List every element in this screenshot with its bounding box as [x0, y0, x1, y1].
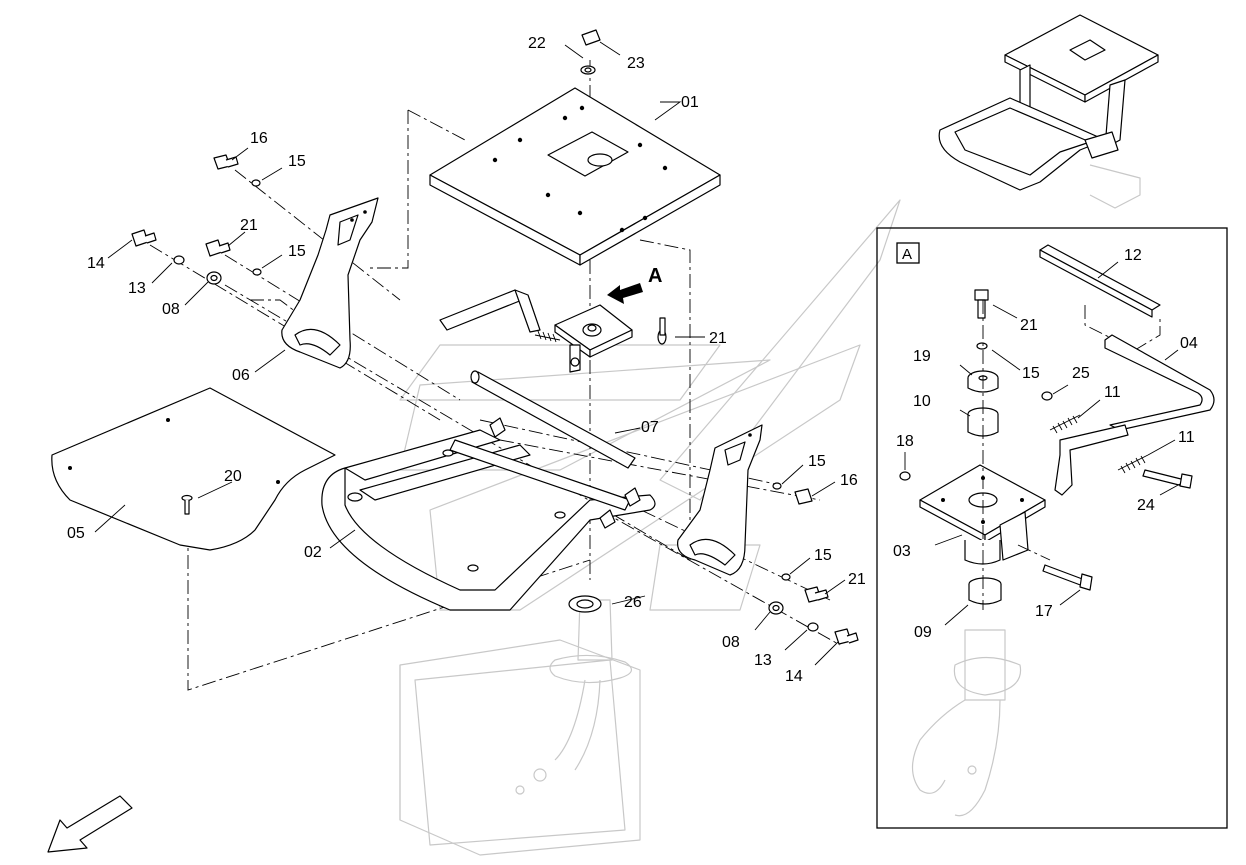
direction-arrow-icon	[47, 795, 133, 853]
detail-a-box: A	[876, 227, 1228, 829]
callout-15: 15	[288, 153, 306, 170]
callout-15: 15	[1022, 365, 1040, 382]
callout-26: 26	[624, 594, 642, 611]
callout-24: 24	[1137, 497, 1155, 514]
callout-21: 21	[240, 217, 258, 234]
callout-15: 15	[808, 453, 826, 470]
callout-19: 19	[913, 348, 931, 365]
callout-10: 10	[913, 393, 931, 410]
callout-25: 25	[1072, 365, 1090, 382]
callout-01: 01	[681, 94, 699, 111]
callout-17: 17	[1035, 603, 1053, 620]
view-a-arrow: A	[607, 265, 662, 304]
right-bracket	[677, 424, 763, 576]
callout-18: 18	[896, 433, 914, 450]
leader-lines	[94, 41, 846, 666]
callout-08: 08	[162, 301, 180, 318]
background-chassis	[399, 199, 901, 856]
callout-21: 21	[848, 571, 866, 588]
callout-14: 14	[87, 255, 105, 272]
callout-08: 08	[722, 634, 740, 651]
callout-11: 11	[1178, 429, 1195, 446]
bolt-21-center	[657, 317, 667, 345]
top-nut	[580, 29, 601, 75]
callout-07: 07	[641, 419, 659, 436]
callout-15: 15	[288, 243, 306, 260]
callout-16: 16	[840, 472, 858, 489]
seat-plate	[429, 87, 721, 266]
callout-21: 21	[1020, 317, 1038, 334]
callout-13: 13	[128, 280, 146, 297]
bolt-20	[181, 494, 193, 515]
callouts: 22 23 01 16 15 21 15 14 13 08 06 21 07 2…	[67, 35, 866, 685]
callout-03: 03	[893, 543, 911, 560]
view-a-label: A	[648, 265, 662, 287]
callout-22: 22	[528, 35, 546, 52]
overview-thumbnail	[938, 14, 1159, 209]
lever-assembly	[439, 289, 633, 373]
guide-rods	[449, 370, 641, 529]
callout-23: 23	[627, 55, 645, 72]
callout-12: 12	[1124, 247, 1142, 264]
callout-09: 09	[914, 624, 932, 641]
callout-20: 20	[224, 468, 242, 485]
callout-15: 15	[814, 547, 832, 564]
callout-06: 06	[232, 367, 250, 384]
callout-14: 14	[785, 668, 803, 685]
callout-02: 02	[304, 544, 322, 561]
callout-21: 21	[709, 330, 727, 347]
left-bracket	[281, 197, 379, 369]
callout-16: 16	[250, 130, 268, 147]
callout-04: 04	[1180, 335, 1198, 352]
callout-13: 13	[754, 652, 772, 669]
callout-11: 11	[1104, 384, 1121, 401]
hardware-left	[131, 154, 262, 285]
callout-05: 05	[67, 525, 85, 542]
floor-mat	[51, 387, 336, 551]
detail-tag: A	[902, 246, 912, 263]
hardware-right	[568, 482, 859, 645]
